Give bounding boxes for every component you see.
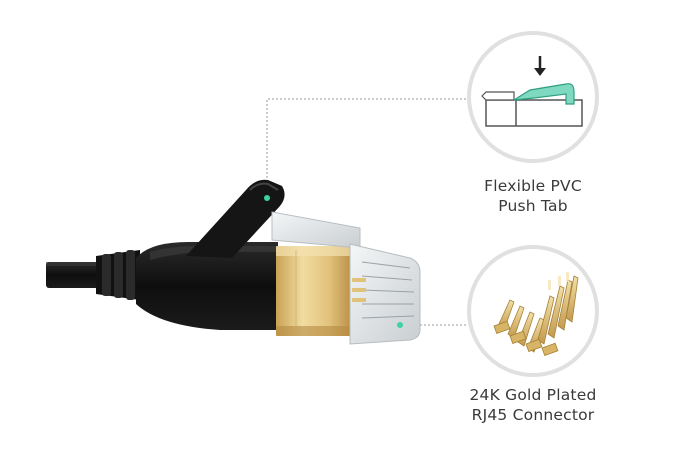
gold-connector-caption-line2: RJ45 Connector bbox=[471, 406, 595, 424]
rj45-plug-body bbox=[271, 211, 421, 345]
connector-boot bbox=[96, 242, 278, 330]
push-tab-caption: Flexible PVC Push Tab bbox=[438, 176, 628, 216]
push-tab-caption-line2: Push Tab bbox=[498, 197, 568, 215]
gold-contacts-detail-icon bbox=[467, 245, 599, 377]
gold-connector-caption-line1: 24K Gold Plated bbox=[469, 386, 597, 404]
callout-leader-lines bbox=[266, 98, 468, 326]
push-tab-detail-icon bbox=[467, 31, 599, 163]
push-tab-caption-line1: Flexible PVC bbox=[484, 177, 582, 195]
gold-shield bbox=[276, 246, 352, 336]
gold-connector-caption: 24K Gold Plated RJ45 Connector bbox=[438, 385, 628, 425]
push-tab bbox=[186, 179, 285, 258]
